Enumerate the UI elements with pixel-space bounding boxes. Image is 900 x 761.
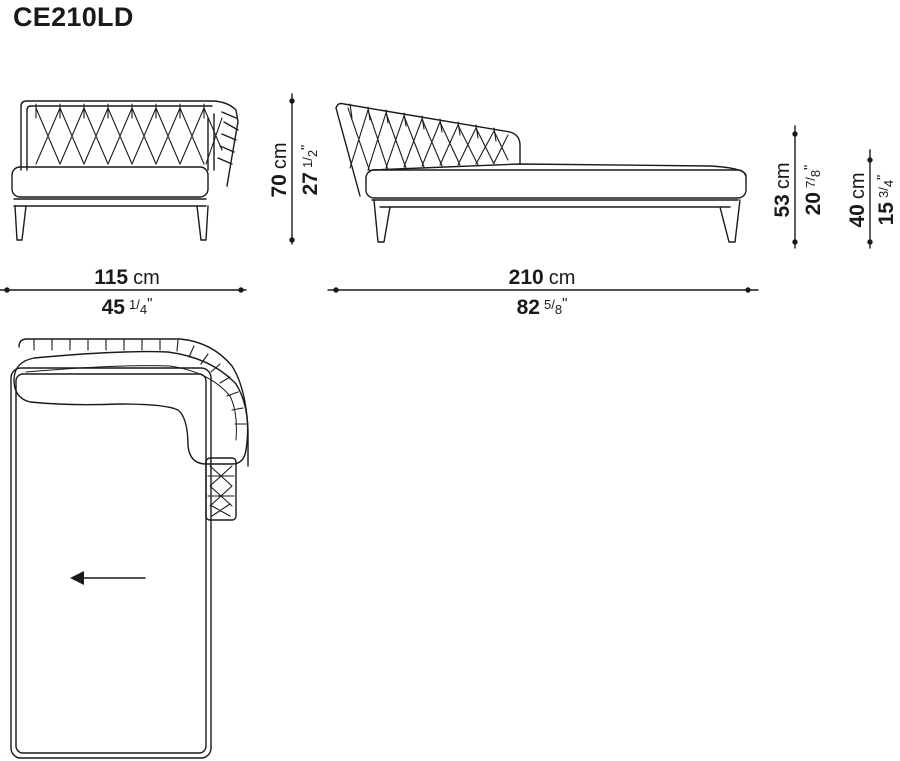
front-leg-right <box>196 205 209 241</box>
top-view <box>10 338 249 759</box>
armrest-height-inch-label: 207/8" <box>801 165 825 216</box>
seat-height-inch-label: 153/4" <box>874 175 898 226</box>
seat-height-cm-label: 40cm <box>846 172 869 227</box>
side-leg-back <box>373 199 391 243</box>
front-seat-cushion <box>11 166 209 198</box>
side-backrest-lower-edge <box>335 107 361 197</box>
front-leg-left <box>14 205 27 241</box>
top-back-cushion-seam <box>25 365 237 441</box>
top-seat-inner <box>15 373 207 754</box>
arrow-left-icon <box>70 571 146 585</box>
product-code: CE210LD <box>13 2 134 32</box>
front-weave <box>35 103 223 165</box>
side-view <box>335 102 747 243</box>
total-height-cm-label: 70cm <box>268 142 291 197</box>
front-arm-wrap <box>217 111 239 165</box>
front-backrest-inner <box>26 105 213 171</box>
front-side-post <box>207 113 215 171</box>
top-back-frame <box>18 338 249 467</box>
front-view <box>11 100 239 241</box>
front-width-dimension-line <box>0 287 247 293</box>
top-armrest-frame <box>205 457 237 521</box>
armrest-height-cm-label: 53cm <box>771 162 794 217</box>
armrest-height-dimension-line <box>792 125 798 249</box>
side-weave <box>347 103 509 173</box>
side-backrest-outline <box>335 102 521 164</box>
front-base-rail <box>13 198 207 207</box>
side-length-dimension-line <box>327 287 759 293</box>
side-seat-cushion <box>365 169 747 199</box>
total-height-inch-label: 271/2" <box>298 145 322 196</box>
top-back-cushion <box>13 350 249 465</box>
side-leg-front <box>719 199 741 243</box>
seat-height-dimension-line <box>867 149 873 249</box>
total-height-dimension-line <box>289 93 295 245</box>
side-base-rail <box>371 199 739 208</box>
top-armrest-weave <box>207 465 235 517</box>
top-seat-outer <box>10 367 212 759</box>
